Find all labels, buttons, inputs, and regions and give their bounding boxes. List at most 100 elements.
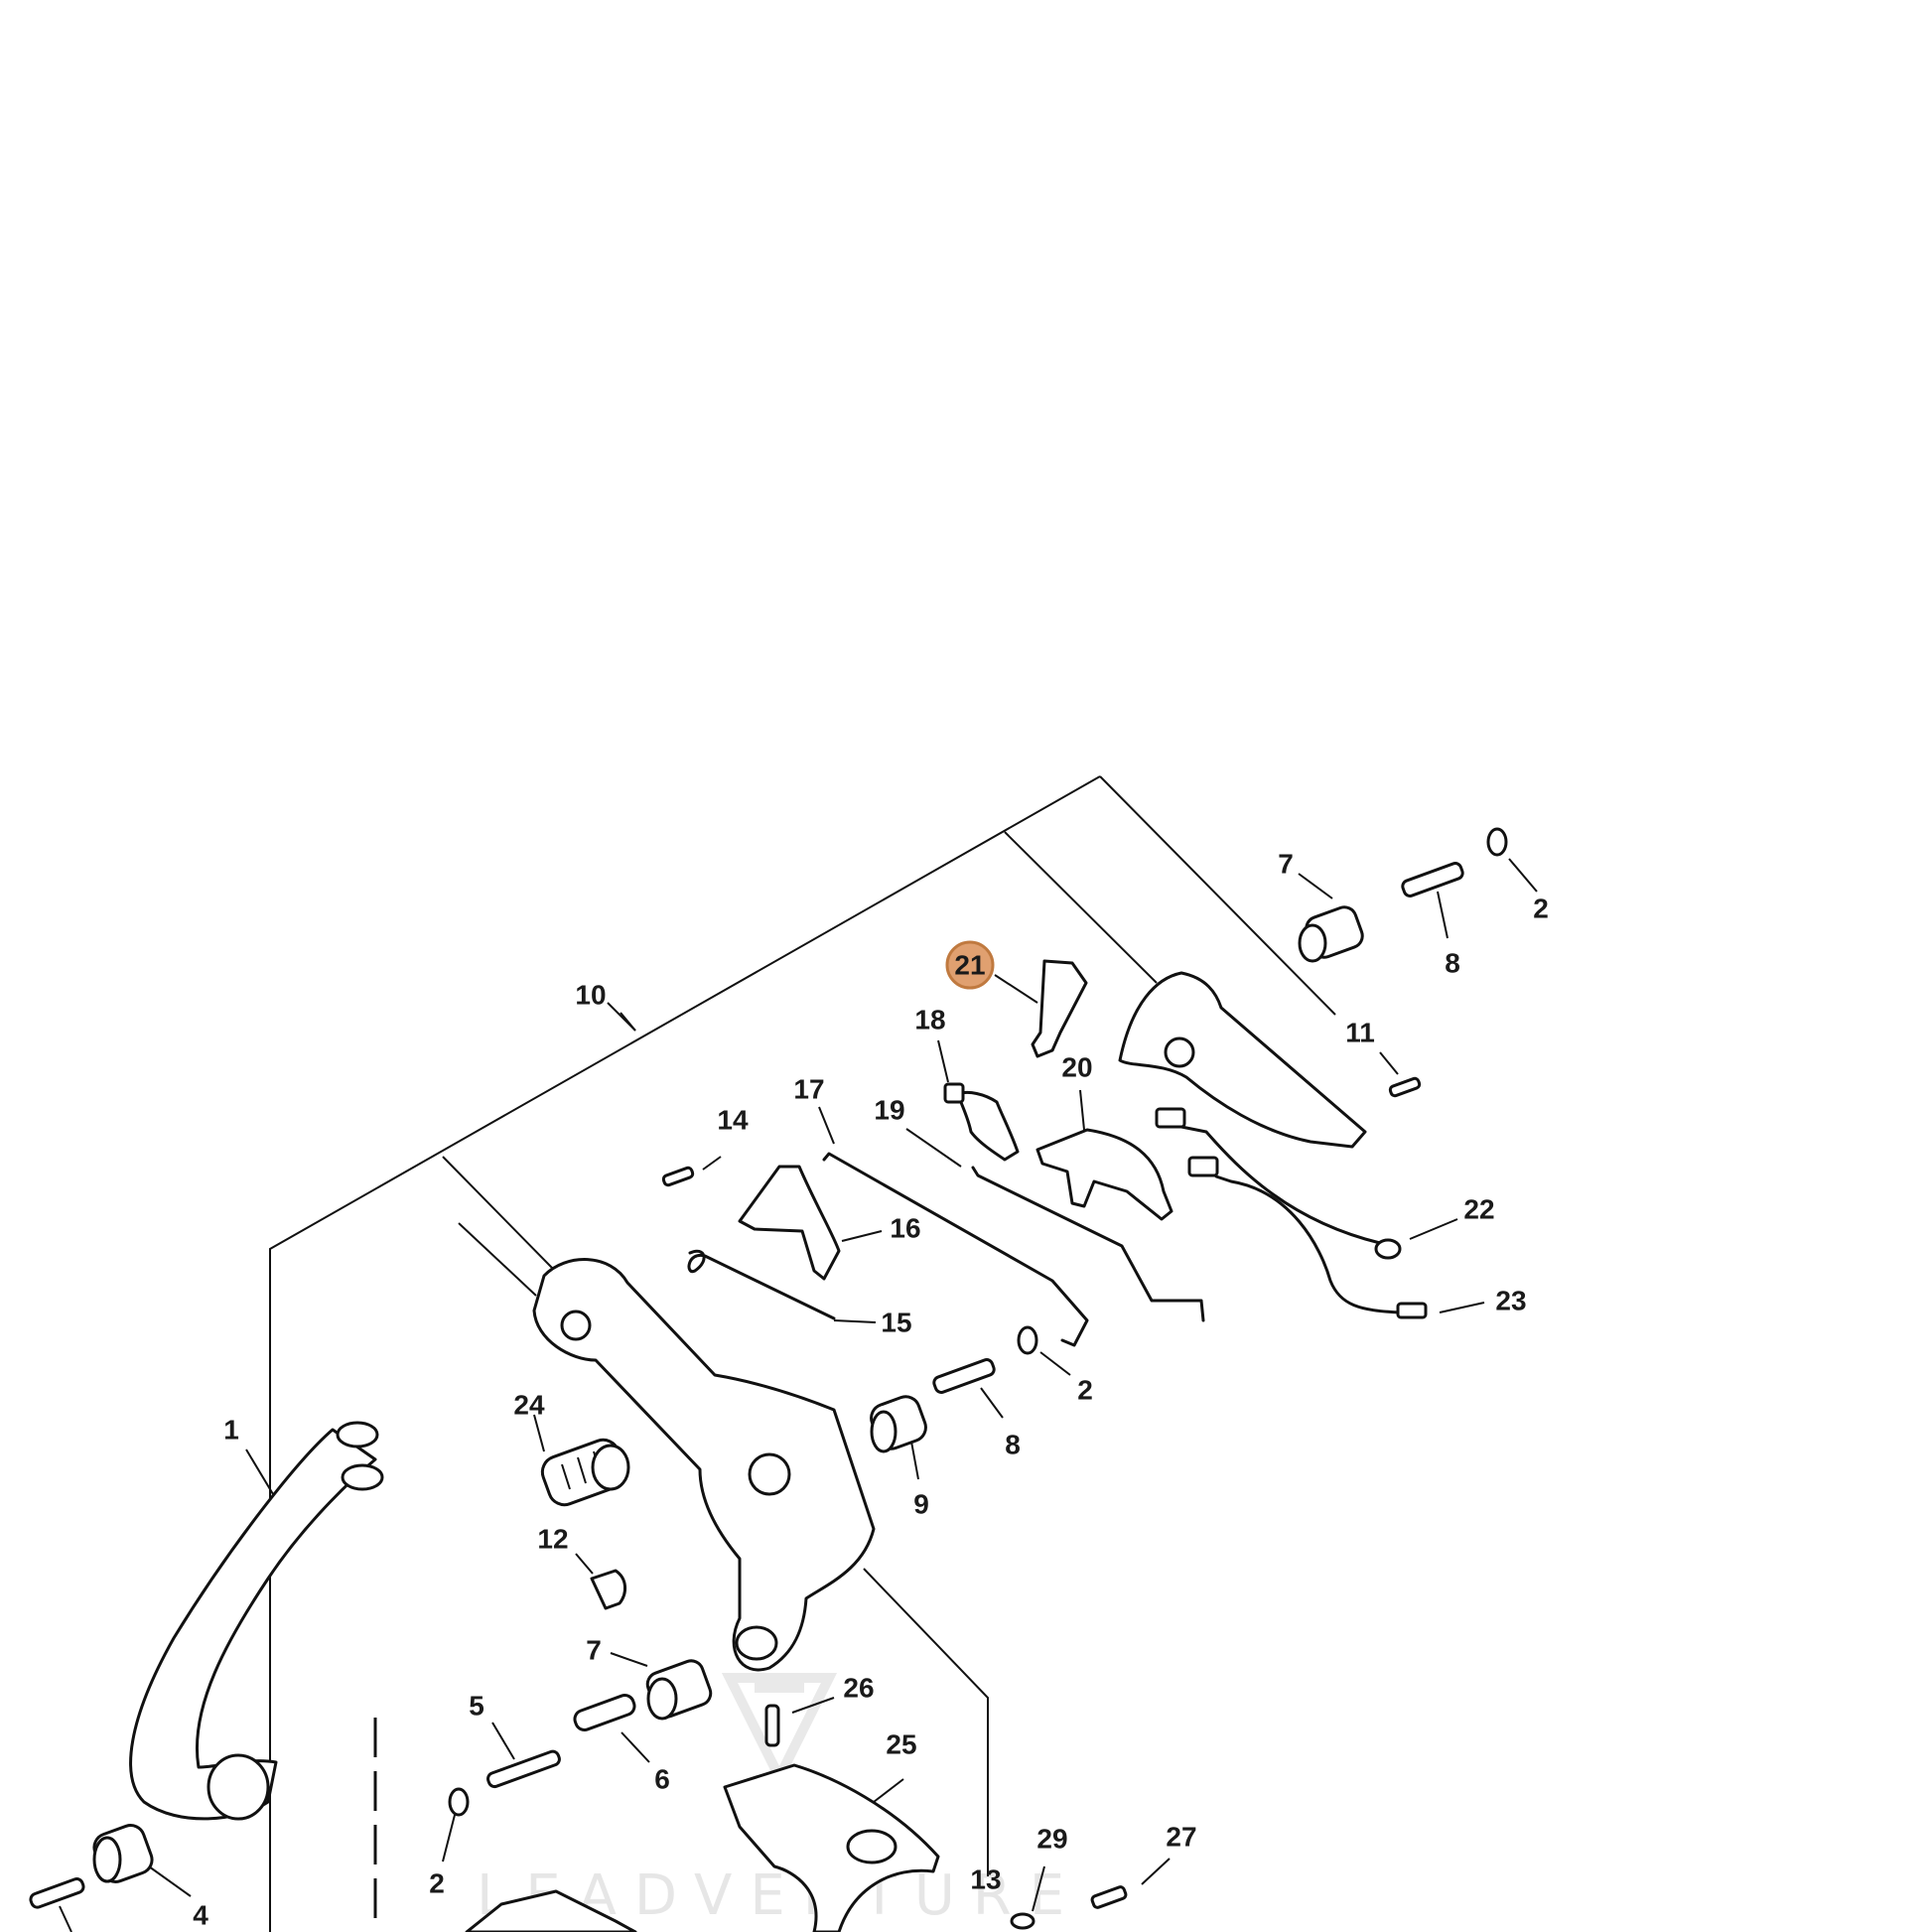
- leader-8b: [980, 1387, 1004, 1419]
- callout-15[interactable]: 15: [881, 1308, 911, 1338]
- leader-15: [833, 1319, 877, 1323]
- cover-plate-hole: [846, 1829, 897, 1864]
- spring-sleeve: [943, 1082, 965, 1104]
- callout-7[interactable]: 7: [1278, 849, 1294, 880]
- leader-2b: [1039, 1351, 1071, 1376]
- washer-lower-part: [448, 1787, 470, 1817]
- cable-22-terminal: [1374, 1238, 1402, 1260]
- screw-27-part: [1090, 1885, 1128, 1909]
- callout-27[interactable]: 27: [1166, 1822, 1196, 1853]
- leader-21: [994, 974, 1038, 1004]
- leader-7b: [610, 1652, 648, 1667]
- leader-16: [841, 1230, 883, 1242]
- leader-27: [1141, 1858, 1171, 1885]
- bolt-5-part: [486, 1749, 561, 1789]
- callout-18[interactable]: 18: [914, 1005, 945, 1035]
- leader-18: [937, 1039, 949, 1083]
- callout-6[interactable]: 6: [654, 1764, 670, 1795]
- leader-7a: [1298, 873, 1333, 899]
- washer-mid-part: [1017, 1325, 1038, 1355]
- leader-12: [575, 1553, 594, 1575]
- cover-plate-part: [723, 1763, 940, 1932]
- callout-9[interactable]: 9: [913, 1489, 929, 1520]
- handlebar-end-a: [336, 1421, 379, 1449]
- rod-17-part: [822, 1152, 1089, 1347]
- stud-lower-part: [932, 1358, 996, 1394]
- leader-8a: [1437, 891, 1449, 939]
- leader-4: [148, 1865, 192, 1897]
- torsion-spring-part: [956, 1090, 1020, 1162]
- callout-29[interactable]: 29: [1036, 1824, 1067, 1855]
- housing-pivot: [748, 1452, 791, 1496]
- callout-23[interactable]: 23: [1495, 1286, 1526, 1316]
- bracket-10: [269, 775, 1101, 1932]
- leader-23: [1439, 1302, 1485, 1313]
- sleeve-6-part: [573, 1694, 636, 1731]
- callout-14[interactable]: 14: [717, 1105, 749, 1136]
- leader-19: [905, 1128, 962, 1168]
- annular-buffer-face: [870, 1410, 897, 1453]
- callout-16[interactable]: 16: [890, 1213, 920, 1244]
- rear-grip-bore: [1164, 1036, 1195, 1068]
- cable-23-connector: [1396, 1302, 1428, 1319]
- assembly-brackets: [269, 775, 1336, 1932]
- callout-7[interactable]: 7: [586, 1635, 602, 1666]
- callout-12[interactable]: 12: [537, 1524, 568, 1555]
- leader-2c: [442, 1814, 456, 1863]
- bracket-arm-c: [458, 1222, 537, 1297]
- callout-26[interactable]: 26: [843, 1673, 874, 1704]
- bracket-11: [1099, 775, 1336, 1016]
- buffer-4-face: [92, 1836, 122, 1883]
- leader-6: [621, 1731, 650, 1763]
- callout-8[interactable]: 8: [1005, 1430, 1021, 1460]
- leader-10: [607, 1002, 636, 1032]
- screw-14-part: [661, 1166, 695, 1187]
- leader-24: [533, 1414, 545, 1452]
- callout-10[interactable]: 10: [575, 980, 606, 1011]
- callout-8[interactable]: 8: [1445, 948, 1460, 979]
- stud-4-part: [29, 1877, 85, 1909]
- callout-21-highlight[interactable]: 21: [945, 940, 995, 990]
- callout-highlight-circle: [945, 940, 995, 990]
- callout-2[interactable]: 2: [1077, 1375, 1093, 1406]
- damper-upper-face: [1298, 923, 1327, 963]
- nut-29-part: [1010, 1912, 1035, 1930]
- callout-17[interactable]: 17: [793, 1074, 824, 1105]
- callout-25[interactable]: 25: [886, 1729, 916, 1760]
- lever-part: [1031, 959, 1088, 1058]
- callout-13[interactable]: 13: [970, 1864, 1001, 1895]
- stud-upper-part: [1401, 862, 1464, 897]
- callout-20[interactable]: 20: [1061, 1052, 1092, 1083]
- callout-2[interactable]: 2: [429, 1868, 445, 1899]
- callout-5[interactable]: 5: [469, 1691, 484, 1722]
- screw-11-part: [1388, 1076, 1422, 1098]
- bracket-arm-a: [1004, 831, 1158, 984]
- cable-23-part: [1214, 1174, 1402, 1314]
- leader-26: [791, 1697, 835, 1714]
- callout-2[interactable]: 2: [1533, 894, 1549, 924]
- callout-4[interactable]: 4: [193, 1900, 208, 1931]
- handlebar-end-b: [341, 1463, 384, 1491]
- damper-lower-face: [646, 1677, 678, 1721]
- leader-22: [1409, 1218, 1458, 1240]
- parts: [29, 827, 1508, 1932]
- callout-11[interactable]: 11: [1345, 1018, 1375, 1048]
- callout-1[interactable]: 1: [223, 1415, 239, 1446]
- housing-lower-bore: [735, 1625, 778, 1661]
- bracket-13: [863, 1568, 989, 1876]
- plug-12-part: [590, 1569, 626, 1610]
- leader-25: [873, 1778, 904, 1803]
- leader-lines: [59, 858, 1538, 1932]
- leader-4b: [59, 1905, 72, 1932]
- callout-22[interactable]: 22: [1463, 1194, 1494, 1225]
- cable-23-plug: [1187, 1156, 1219, 1177]
- cable-22-plug: [1155, 1107, 1186, 1129]
- leader-20: [1079, 1089, 1085, 1131]
- callout-24[interactable]: 24: [513, 1390, 545, 1421]
- leader-1: [245, 1449, 274, 1495]
- callout-19[interactable]: 19: [874, 1095, 904, 1126]
- callouts: 21 1 2 2 2 4 5 6 7 7 8 8 9 10 11 12 13 1…: [193, 849, 1549, 1931]
- handlebar-end-c: [207, 1753, 270, 1821]
- rod-19-part: [971, 1166, 1205, 1322]
